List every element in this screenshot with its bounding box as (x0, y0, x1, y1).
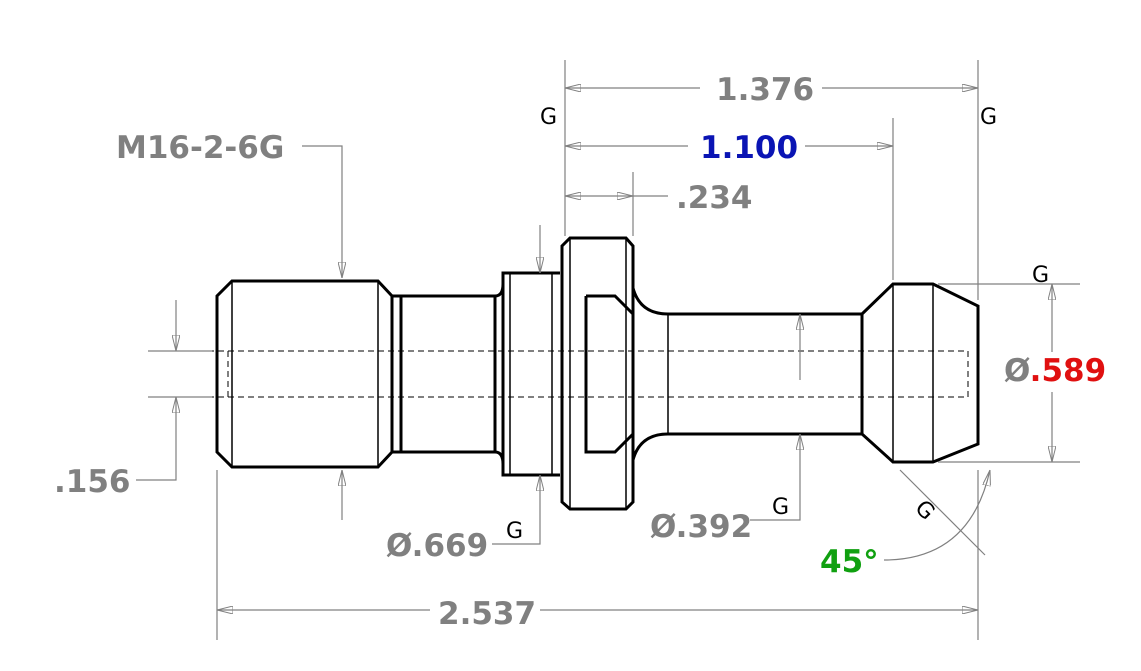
neck-diameter-symbol: Ø (650, 509, 676, 545)
dim-overall-length: 2.537 (438, 596, 536, 632)
gauge-mark-angle: G (910, 496, 940, 526)
dim-overall-top: 1.376 (716, 72, 814, 108)
thread-callout: M16-2-6G (116, 130, 284, 166)
dim-head-diameter: Ø.589 (1004, 353, 1106, 389)
dim-neck-diameter: Ø.392 (650, 509, 752, 545)
dim-flange-thickness: .234 (676, 180, 753, 216)
gauge-mark-neck-dia: G (772, 495, 789, 520)
dim-flange-diameter: Ø.669 (386, 528, 488, 564)
dim-bore-diameter: .156 (54, 464, 131, 500)
flange-diameter-symbol: Ø (386, 528, 412, 564)
head-diameter-value: .589 (1030, 353, 1107, 389)
dimension-lines (136, 60, 1080, 640)
gauge-mark-head-top: G (1032, 263, 1049, 288)
gauge-mark-flange-face: G (540, 105, 557, 130)
flange-diameter-value: .669 (412, 528, 489, 564)
dim-head-angle: 45° (820, 544, 879, 580)
part-outline (215, 236, 980, 511)
head-diameter-symbol: Ø (1004, 353, 1030, 389)
neck-diameter-value: .392 (676, 509, 753, 545)
dim-gauge-length: 1.100 (700, 130, 798, 166)
gauge-mark-flange-dia: G (506, 519, 523, 544)
gauge-mark-end-face: G (980, 105, 997, 130)
hidden-bore (148, 350, 969, 398)
